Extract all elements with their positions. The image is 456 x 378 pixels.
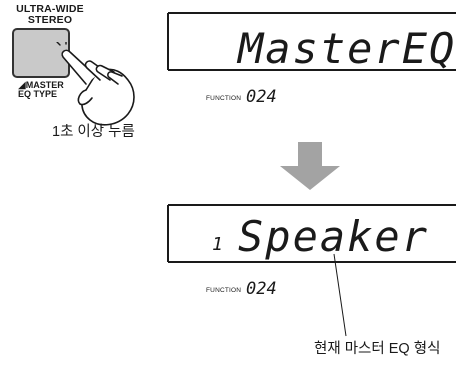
lcd-screen-before-frame <box>167 12 456 71</box>
lcd-after-function-label: FUNCTION <box>206 287 242 294</box>
press-instruction: 1초 이상 누름 <box>52 124 135 140</box>
button-caption: ULTRA-WIDE STEREO <box>2 4 98 26</box>
lcd-before-function-label: FUNCTION <box>206 95 242 102</box>
pressing-hand-icon <box>56 42 135 126</box>
shift-mark-icon: ◢ <box>18 80 26 91</box>
shift-function-label: ◢MASTER EQ TYPE <box>18 81 64 99</box>
shift-label-line1: MASTER <box>25 80 64 90</box>
down-arrow-icon <box>280 142 340 190</box>
lcd-after-main-text: Speaker <box>238 212 430 261</box>
lcd-after-item-number: 1 <box>212 234 223 255</box>
button-caption-line1: ULTRA-WIDE <box>16 3 84 15</box>
lcd-after-function-number: 024 <box>246 279 277 299</box>
button-caption-line2: STEREO <box>27 14 73 26</box>
callout-leader-line <box>333 253 347 337</box>
lcd-before-function-number: 024 <box>246 87 277 107</box>
lcd-before-main-text: MasterEQ <box>238 24 456 73</box>
shift-label-line2: EQ TYPE <box>18 89 58 99</box>
lcd-screen-after-frame <box>167 204 456 263</box>
current-eq-callout: 현재 마스터 EQ 형식 <box>314 341 441 357</box>
